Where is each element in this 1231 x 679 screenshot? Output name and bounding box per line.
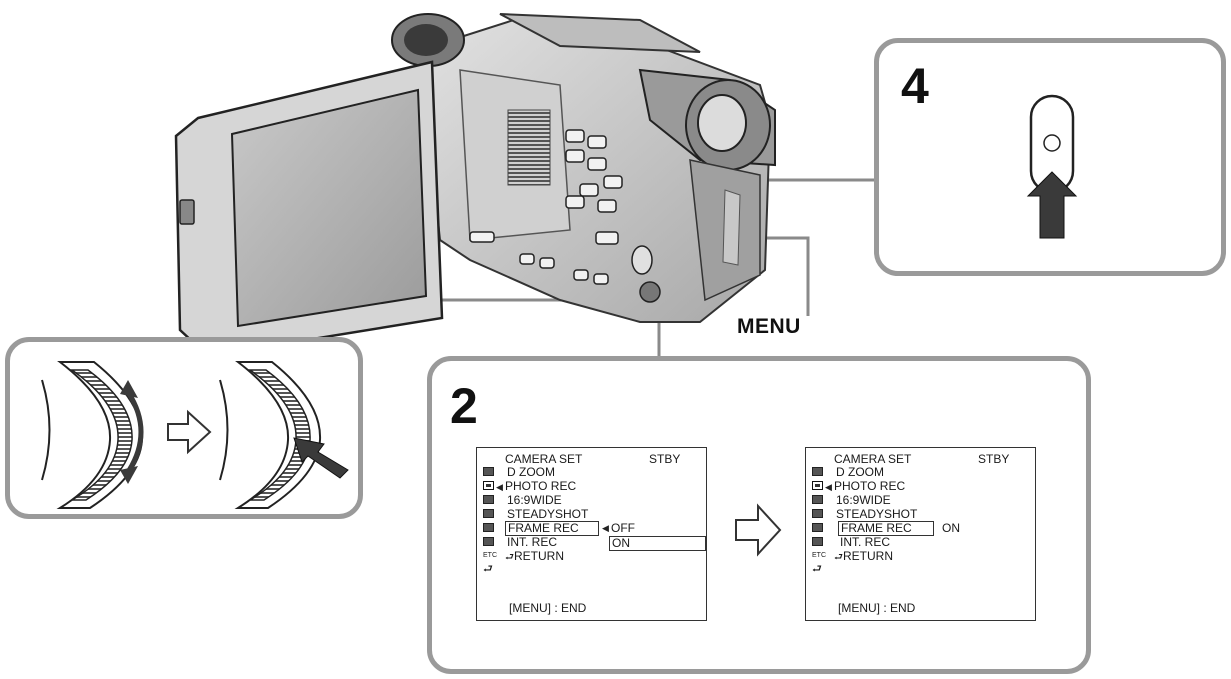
option-on-highlight — [609, 536, 706, 551]
menu-item: INT. REC — [507, 535, 558, 549]
menu-item-return: ⮐RETURN — [834, 549, 893, 563]
camcorder-handle — [499, 13, 701, 53]
lcd-screen — [230, 88, 428, 328]
menu-item: STEADYSHOT — [836, 507, 918, 521]
step-2-number: 2 — [450, 378, 478, 434]
screen-header-title: CAMERA SET — [505, 452, 583, 466]
setup-menu-icon — [812, 537, 823, 546]
screen-header-title: CAMERA SET — [834, 452, 912, 466]
screen-footer: [MENU] : END — [838, 601, 916, 615]
step-4-number: 4 — [901, 58, 929, 114]
memory-set-icon — [483, 509, 494, 518]
menu-item: 16:9WIDE — [836, 493, 891, 507]
menu-item-return: ⮐RETURN — [505, 549, 564, 563]
menu-screen-before: CAMERA SET STBY ETC ⮐ ◀ D ZOOM PHOTO REC… — [476, 447, 707, 621]
menu-item-frame-rec: FRAME REC — [841, 521, 912, 535]
setup-menu-icon — [483, 537, 494, 546]
option-pointer-icon: ◀ — [602, 523, 609, 533]
menu-item: D ZOOM — [836, 465, 884, 479]
control-buttons — [469, 129, 623, 285]
camera-set-icon — [812, 467, 823, 476]
return-arrow-icon: ⮐ — [812, 563, 822, 575]
camcorder-illustration — [174, 13, 776, 358]
etc-icon: ETC — [483, 552, 497, 559]
menu-button — [595, 231, 619, 245]
menu-callout-label: MENU — [737, 315, 801, 338]
menu-item: STEADYSHOT — [507, 507, 589, 521]
menu-item-frame-rec: FRAME REC — [508, 521, 579, 535]
frame-rec-highlight — [505, 521, 599, 536]
frame-rec-highlight — [838, 521, 934, 536]
option-on: ON — [612, 536, 630, 550]
selection-pointer-icon: ◀ — [825, 482, 832, 492]
menu-item: PHOTO REC — [834, 479, 906, 493]
menu-item: 16:9WIDE — [507, 493, 562, 507]
control-dial — [639, 281, 661, 303]
memory-set-icon — [812, 509, 823, 518]
option-off: OFF — [611, 521, 635, 535]
screen-header-status: STBY — [649, 452, 681, 466]
lcd-set-icon — [812, 495, 823, 504]
etc-icon: ETC — [812, 552, 826, 559]
lcd-set-icon — [483, 495, 494, 504]
return-arrow-icon: ⮐ — [483, 563, 493, 575]
menu-item: D ZOOM — [507, 465, 555, 479]
camera-set-icon — [483, 467, 494, 476]
speaker-grille — [507, 109, 551, 186]
selection-pointer-icon: ◀ — [496, 482, 503, 492]
camera-set-selected-icon — [483, 481, 494, 490]
screen-header-status: STBY — [978, 452, 1010, 466]
camera-set-selected-icon — [812, 481, 823, 490]
menu-item: INT. REC — [840, 535, 891, 549]
frame-rec-value: ON — [942, 521, 960, 535]
menu-item: PHOTO REC — [505, 479, 577, 493]
lens-glass — [404, 24, 448, 56]
step-4-panel: 4 — [874, 38, 1226, 276]
tape-set-icon — [483, 523, 494, 532]
tape-set-icon — [812, 523, 823, 532]
menu-screen-after: CAMERA SET STBY ETC ⮐ ◀ D ZOOM PHOTO REC… — [805, 447, 1036, 621]
screen-footer: [MENU] : END — [509, 601, 587, 615]
dial-panel — [5, 337, 363, 519]
